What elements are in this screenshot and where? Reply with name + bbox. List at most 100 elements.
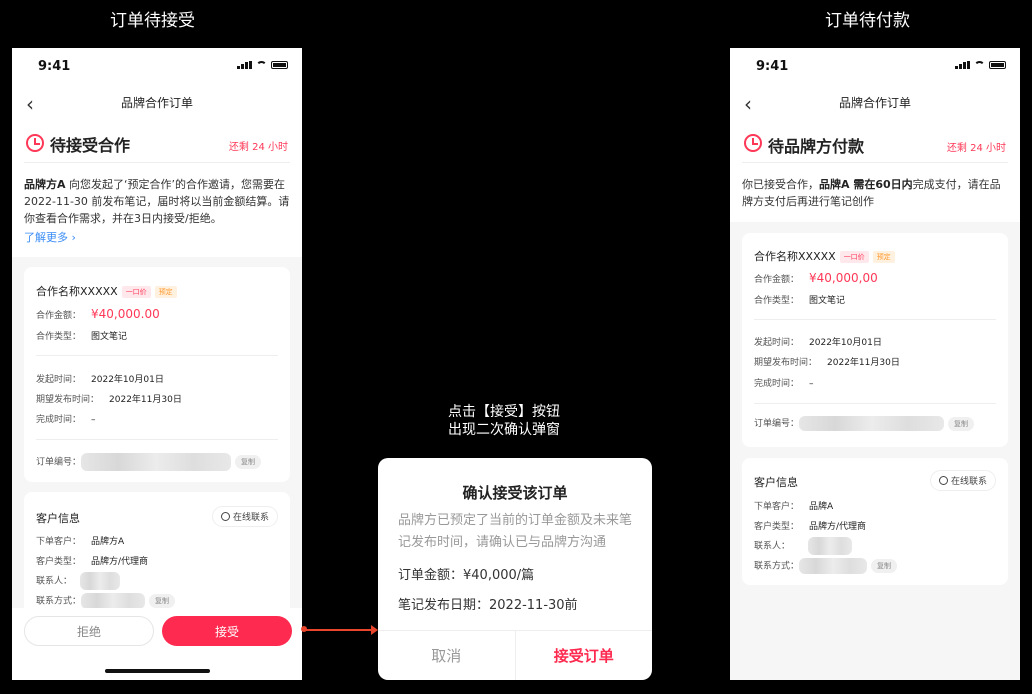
- brand-name: 品牌方A: [24, 178, 66, 191]
- status-title: 待品牌方付款: [768, 137, 865, 156]
- status-time: 9:41: [756, 59, 789, 74]
- order-number-row: 订单编号：复制: [754, 416, 975, 431]
- chat-icon: [938, 476, 948, 485]
- contact-person-redacted: [808, 537, 853, 555]
- nav-title: 品牌合作订单: [838, 96, 911, 110]
- expect-row: 期望发布时间：2022年11月30日: [754, 358, 900, 368]
- phone-pending-accept: 9:41 ‹ 品牌合作订单 待接受合作 还剩 24 小时 品牌方A 向您发起了‘…: [12, 48, 302, 680]
- contact-person-redacted: [80, 572, 121, 590]
- home-indicator: [105, 669, 210, 673]
- client-row: 下单客户：品牌A: [754, 502, 834, 512]
- amount-value: ¥40,000,00: [809, 271, 878, 285]
- amount-row: 合作金额：¥40,000,00: [754, 271, 878, 285]
- signal-icon: [237, 61, 252, 69]
- reject-button[interactable]: 拒绝: [24, 616, 154, 646]
- customer-title: 客户信息: [36, 512, 80, 525]
- divider: [24, 162, 290, 163]
- divider: [754, 403, 996, 404]
- amount-row: 合作金额：¥40,000.00: [36, 307, 160, 321]
- order-number-redacted: [81, 453, 232, 471]
- nav-title: 品牌合作订单: [120, 96, 193, 110]
- flow-arrow: [301, 625, 378, 635]
- tag-reserved: 预定: [872, 251, 895, 263]
- customer-card: 客户信息 在线联系 下单客户：品牌A 客户类型：品牌方/代理商 联系人： 联系方…: [742, 458, 1008, 585]
- client-type-row: 客户类型：品牌方/代理商: [36, 557, 149, 567]
- wifi-icon: [974, 61, 985, 69]
- header-section: 9:41 ‹ 品牌合作订单 待品牌方付款 还剩 24 小时 你已接受合作，品牌A…: [730, 48, 1020, 222]
- back-icon[interactable]: ‹: [26, 92, 34, 116]
- divider: [36, 355, 278, 356]
- status-description: 品牌方A 向您发起了‘预定合作’的合作邀请，您需要在2022-11-30 前发布…: [24, 176, 292, 227]
- battery-icon: [989, 61, 1006, 69]
- accept-button[interactable]: 接受: [162, 616, 292, 646]
- divider: [754, 319, 996, 320]
- dialog-title: 确认接受该订单: [462, 484, 568, 502]
- status-time: 9:41: [38, 59, 71, 74]
- amount-value: ¥40,000.00: [91, 307, 160, 321]
- contact-person-row: 联系人：: [36, 572, 121, 590]
- bottom-action-bar: 拒绝 接受: [12, 608, 302, 680]
- description-text: 向您发起了‘预定合作’的合作邀请，您需要在2022-11-30 前发布笔记，届时…: [24, 178, 290, 225]
- cancel-button[interactable]: 取消: [378, 631, 516, 680]
- order-number-redacted: [799, 416, 945, 431]
- expect-row: 期望发布时间：2022年11月30日: [36, 395, 182, 405]
- clock-icon: [744, 134, 762, 152]
- status-icons: [237, 61, 288, 69]
- wifi-icon: [256, 61, 267, 69]
- start-row: 发起时间：2022年10月01日: [36, 375, 164, 385]
- done-row: 完成时间：–: [36, 415, 96, 425]
- tag-reserved: 预定: [154, 286, 177, 298]
- copy-button[interactable]: 复制: [871, 559, 898, 573]
- tag-fixed-price: 一口价: [839, 251, 869, 263]
- chat-icon: [220, 512, 230, 521]
- client-row: 下单客户：品牌方A: [36, 537, 125, 547]
- caption-instruction-1: 点击【接受】按钮: [448, 404, 560, 420]
- name-text: 合作名称XXXXX: [36, 285, 118, 298]
- learn-more-link[interactable]: 了解更多 ›: [24, 231, 76, 244]
- tag-fixed-price: 一口价: [121, 286, 151, 298]
- start-row: 发起时间：2022年10月01日: [754, 338, 882, 348]
- battery-icon: [271, 61, 288, 69]
- remaining-time: 还剩 24 小时: [946, 143, 1006, 154]
- type-row: 合作类型：图文笔记: [754, 296, 846, 306]
- status-title: 待接受合作: [50, 136, 131, 155]
- dialog-date: 笔记发布日期：2022-11-30前: [398, 598, 578, 613]
- remaining-time: 还剩 24 小时: [228, 142, 288, 153]
- confirm-accept-button[interactable]: 接受订单: [553, 647, 614, 665]
- client-type-row: 客户类型：品牌方/代理商: [754, 522, 867, 532]
- customer-card: 客户信息 在线联系 下单客户：品牌方A 客户类型：品牌方/代理商 联系人： 联系…: [24, 492, 290, 622]
- caption-pending-accept: 订单待接受: [110, 11, 195, 31]
- customer-title: 客户信息: [754, 476, 798, 489]
- copy-button[interactable]: 复制: [948, 416, 975, 431]
- clock-icon: [26, 134, 44, 152]
- contact-way-redacted: [81, 593, 146, 609]
- confirm-dialog: 确认接受该订单 品牌方已预定了当前的订单金额及未来笔记发布时间，请确认已与品牌方…: [378, 458, 652, 680]
- status-icons: [955, 61, 1006, 69]
- contact-person-row: 联系人：: [754, 537, 853, 555]
- contact-way-row: 联系方式：复制: [754, 558, 898, 574]
- dialog-message: 品牌方已预定了当前的订单金额及未来笔记发布时间，请确认已与品牌方沟通: [398, 513, 633, 550]
- copy-button[interactable]: 复制: [149, 594, 176, 608]
- signal-icon: [955, 61, 970, 69]
- divider: [36, 439, 278, 440]
- copy-button[interactable]: 复制: [235, 455, 262, 469]
- divider: [742, 162, 1008, 163]
- contact-way-row: 联系方式：复制: [36, 593, 176, 609]
- online-contact-button[interactable]: 在线联系: [211, 506, 278, 527]
- done-row: 完成时间：–: [754, 379, 814, 389]
- dialog-amount: 订单金额：¥40,000/篇: [398, 568, 535, 583]
- header-section: 9:41 ‹ 品牌合作订单 待接受合作 还剩 24 小时 品牌方A 向您发起了‘…: [12, 48, 302, 257]
- online-contact-button[interactable]: 在线联系: [929, 470, 996, 491]
- status-description: 你已接受合作，品牌A 需在60日内完成支付，请在品牌方支付后再进行笔记创作: [742, 178, 1001, 208]
- back-icon[interactable]: ‹: [744, 92, 752, 116]
- dialog-footer: 取消 接受订单: [378, 630, 652, 680]
- caption-instruction-2: 出现二次确认弹窗: [448, 422, 560, 438]
- phone-pending-payment: 9:41 ‹ 品牌合作订单 待品牌方付款 还剩 24 小时 你已接受合作，品牌A…: [730, 48, 1020, 680]
- type-row: 合作类型：图文笔记: [36, 332, 128, 342]
- order-number-row: 订单编号：复制: [36, 453, 262, 471]
- caption-pending-payment: 订单待付款: [825, 11, 910, 31]
